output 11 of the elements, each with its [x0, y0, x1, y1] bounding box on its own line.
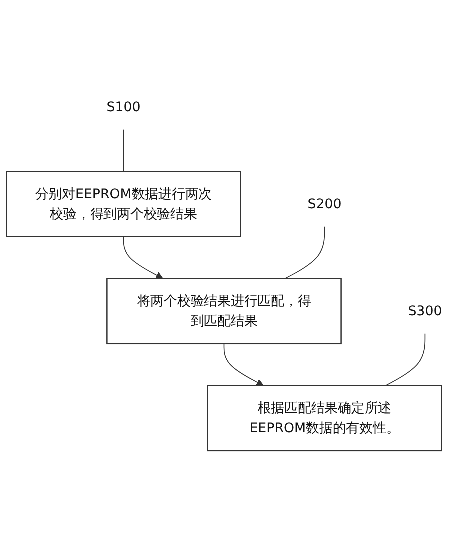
node-box: 将两个校验结果进行匹配，得到匹配结果 [106, 278, 342, 345]
node-text: S100 [106, 99, 141, 115]
connector [386, 334, 426, 386]
node-box: 根据匹配结果确定所述EEPROM数据的有效性。 [207, 385, 442, 452]
connector [123, 130, 124, 172]
node-box: 分别对EEPROM数据进行两次校验，得到两个校验结果 [6, 171, 242, 238]
arrow [224, 344, 264, 386]
node-text: S200 [308, 196, 342, 212]
node-text: S300 [408, 303, 442, 319]
connector [285, 226, 326, 280]
arrow [123, 236, 164, 280]
